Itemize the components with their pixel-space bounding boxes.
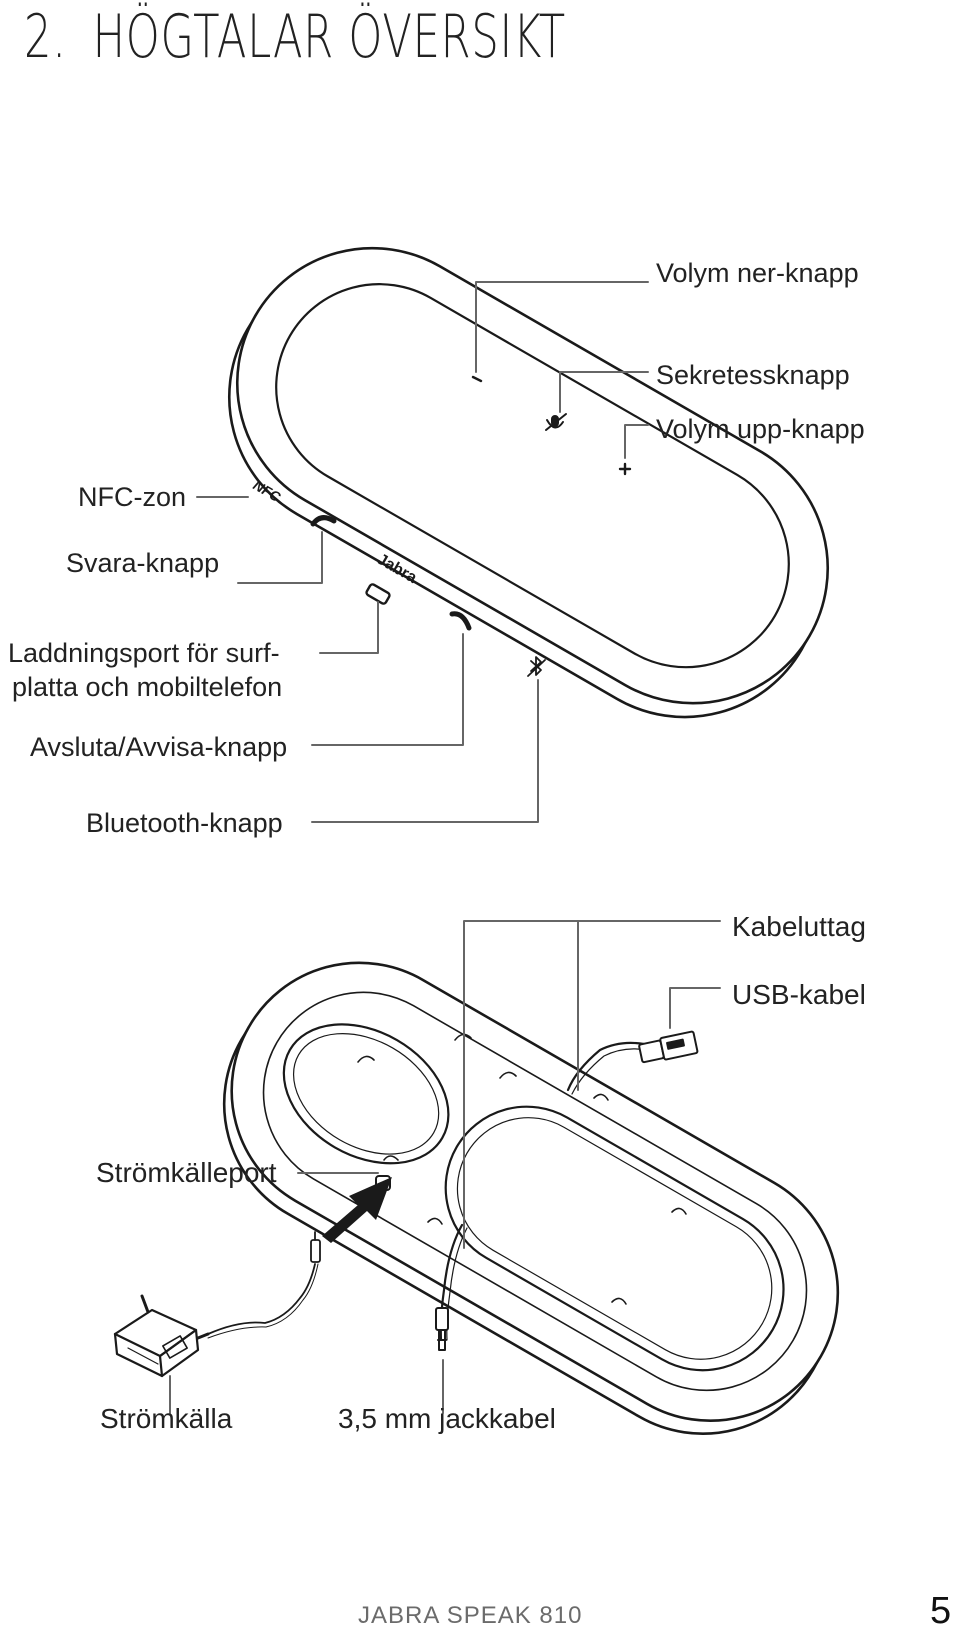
section-number: 2. xyxy=(24,2,67,72)
leader-charging-port xyxy=(319,601,379,654)
leader-answer xyxy=(237,531,323,584)
answer-call-icon xyxy=(310,515,337,527)
leader-bluetooth xyxy=(311,679,539,823)
end-call-icon xyxy=(449,611,472,631)
arrow-icon xyxy=(322,1177,392,1243)
page-title: 2. HÖGTALAR ÖVERSIKT xyxy=(24,2,566,72)
power-cord xyxy=(207,1263,316,1335)
leader-end-call xyxy=(311,633,464,746)
label-nfc-zone: NFC-zon xyxy=(78,482,187,512)
label-end-reject: Avsluta/Avvisa-knapp xyxy=(30,732,288,762)
usb-plug-icon xyxy=(638,1030,699,1064)
leader-volume-up xyxy=(624,424,649,459)
leader-privacy xyxy=(559,371,649,413)
label-answer: Svara-knapp xyxy=(66,548,220,578)
jack-cable xyxy=(435,1223,468,1351)
label-privacy: Sekretessknapp xyxy=(656,360,850,390)
jack-plug-icon xyxy=(435,1307,449,1351)
label-jack-cable: 3,5 mm jackkabel xyxy=(338,1403,556,1434)
page-number: 5 xyxy=(930,1590,952,1632)
leader-volume-down xyxy=(475,281,649,373)
label-cable-outlet: Kabeluttag xyxy=(732,911,866,942)
section-title: HÖGTALAR ÖVERSIKT xyxy=(92,2,566,72)
cable-channel xyxy=(444,1105,785,1372)
bluetooth-icon xyxy=(527,656,546,677)
power-adapter-icon xyxy=(113,1294,210,1378)
volume-up-icon xyxy=(618,462,632,476)
label-power-supply: Strömkälla xyxy=(100,1403,233,1434)
label-charging-port-line2: platta och mobiltelefon xyxy=(12,672,283,702)
label-volume-up: Volym upp-knapp xyxy=(656,414,865,444)
speaker-top-view: NFC Jabra xyxy=(196,246,830,823)
label-charging-port-line1: Laddningsport för surf- xyxy=(8,638,280,668)
speaker-bottom-view xyxy=(113,920,840,1435)
charging-port-icon xyxy=(365,583,391,605)
power-plug-icon xyxy=(310,1231,321,1263)
speaker-top-face xyxy=(275,283,790,669)
speaker-bottom-face xyxy=(262,991,808,1392)
volume-down-icon xyxy=(471,375,483,383)
label-volume-down: Volym ner-knapp xyxy=(656,258,859,288)
small-pocket xyxy=(282,1023,450,1165)
footer-product-name: JABRA SPEAK 810 xyxy=(358,1602,583,1629)
speaker-bottom-rim xyxy=(230,961,840,1423)
leader-usb-cable xyxy=(669,987,721,1029)
mute-mic-icon xyxy=(545,413,567,431)
label-power-port: Strömkälleport xyxy=(96,1157,277,1188)
label-bluetooth: Bluetooth-knapp xyxy=(86,808,283,838)
usb-cable xyxy=(566,1030,699,1095)
leader-cable-outlet xyxy=(463,920,721,1249)
label-usb-cable: USB-kabel xyxy=(732,979,866,1010)
